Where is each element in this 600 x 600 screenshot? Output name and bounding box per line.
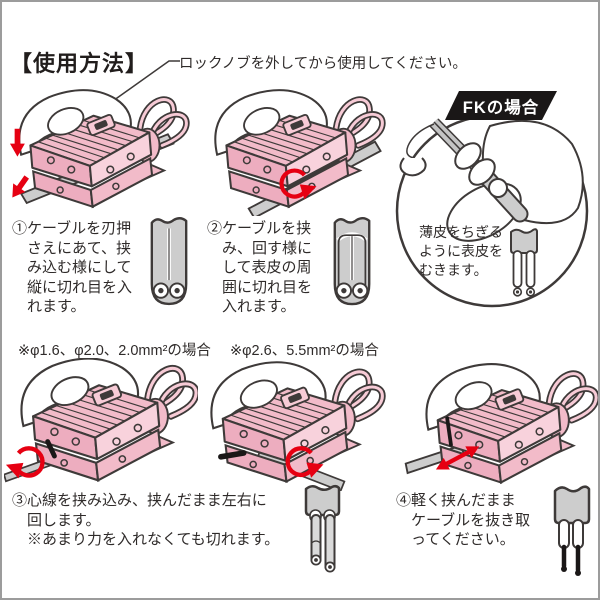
cable-cross-section-vertical-cut [148,213,190,309]
rotate-arrow-icon [5,446,45,479]
finger-icon [454,142,482,170]
stripper-tool [211,362,382,481]
stripper-tool [19,90,186,207]
core-wire [445,416,453,447]
stripper-tool [215,90,382,207]
step2-illustration [204,86,390,216]
size-note-small: ※φ1.6、φ2.0、2.0mm²の場合 [18,343,211,359]
stripper-tool [21,359,196,481]
core-wire [45,439,57,459]
finger-icon [468,158,496,186]
lock-knob-note: ロックノブを外してから使用してください。 [179,56,467,72]
down-left-arrow-icon [12,175,29,198]
cable-cross-section-ring-cut [330,213,374,309]
page-title: 【使用方法】 [10,51,149,76]
step4-text: ④軽く挟んだまま ケーブルを抜き取 ってください。 [396,492,531,548]
size-note-large: ※φ2.6、5.5mm²の場合 [230,343,379,359]
down-arrow-icon [10,128,25,157]
step3-illustration-middle [200,358,390,491]
pull-arrow-icon [435,446,480,470]
rotate-arrow-icon [279,168,317,200]
step3-text: ③心線を挟み込み、挟んだまま左右に 回します。 ※あまり力を入れなくても切れます… [12,492,280,548]
leader-line [102,60,180,109]
rotate-arrow-icon [285,446,324,478]
step3-illustration-left [4,358,198,494]
fk-cable-end [506,226,542,300]
step1-illustration [10,86,194,216]
stripper-tool [426,364,596,482]
fk-instruction: 薄皮をちぎる ように表皮を むきます。 [419,224,503,278]
fk-illustration [395,114,589,308]
step2-text: ②ケーブルを挟 み、回す様に して表皮の周 囲に切れ目を 入れます。 [207,220,313,315]
fk-case-label: FKの場合 [445,91,557,120]
stripped-cable-black-tips [547,483,595,583]
step1-text: ①ケーブルを刃押 さえにあて、挟 み込む様にして 縦に切れ目を入 れます。 [12,220,133,315]
thumb-icon [488,178,508,198]
core-wire [218,450,247,460]
finger-icon [399,157,427,177]
step4-illustration [404,358,600,490]
